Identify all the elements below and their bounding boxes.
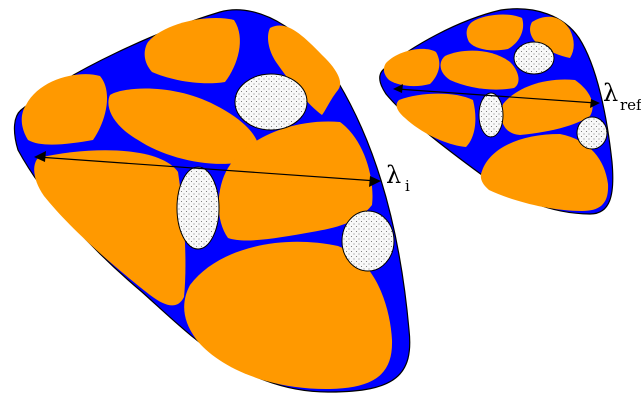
grain: [144, 18, 240, 84]
grain: [501, 79, 593, 135]
large-measure-line: [37, 156, 378, 182]
grain: [480, 134, 609, 211]
grain: [466, 14, 524, 51]
large-measure-arrowhead-left: [34, 151, 46, 162]
reference-measure-arrowhead-left: [393, 84, 403, 93]
reference-lambda-label: λ: [603, 79, 618, 107]
large-measure-arrowhead-right: [369, 176, 381, 187]
grain: [396, 93, 476, 147]
grain: [184, 241, 393, 390]
grain: [268, 25, 341, 115]
reference-specimen: λ ref: [379, 8, 641, 215]
pore: [234, 73, 308, 131]
grain: [21, 74, 108, 145]
pore: [478, 92, 504, 138]
reference-measure-arrowhead-right: [590, 99, 600, 108]
large-lambda-label: λ: [386, 161, 401, 189]
grain: [218, 121, 373, 241]
reference-measure-line: [396, 88, 597, 104]
grain: [383, 48, 440, 87]
reference-lambda-subscript: ref: [620, 96, 641, 114]
pore: [176, 166, 220, 250]
grain: [530, 16, 574, 58]
grain: [108, 88, 259, 164]
large-lambda-subscript: i: [405, 177, 410, 195]
pore: [513, 41, 555, 75]
pore: [576, 116, 608, 150]
large-specimen: λ i: [13, 9, 411, 393]
grain: [440, 50, 519, 90]
pore: [341, 210, 395, 272]
grain: [34, 150, 186, 306]
